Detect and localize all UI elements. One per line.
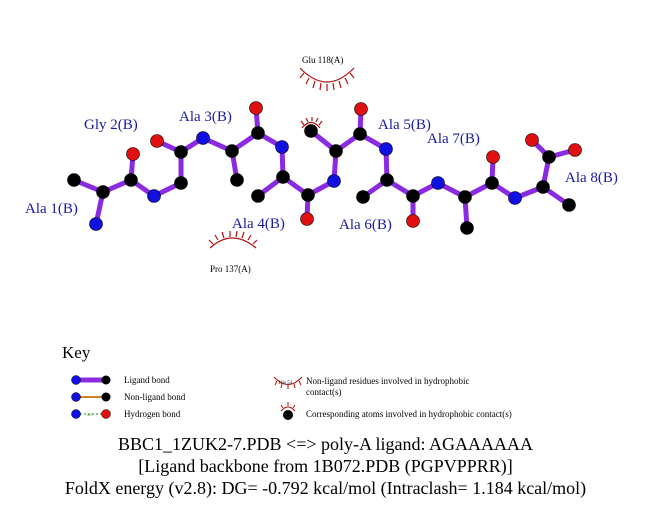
key-ligand-bond-sample: [71, 375, 111, 385]
key-nonligand-residues-label-line1: Non-ligand residues involved in hydropho…: [306, 376, 469, 386]
residue-label-ala4: Ala 4(B): [232, 216, 285, 232]
key-ligand-bond-label: Ligand bond: [124, 375, 170, 385]
key-hbond-length: 3.0: [87, 412, 93, 417]
key-example-residue: His 53: [279, 381, 293, 386]
footer-line-3: FoldX energy (v2.8): DG= -0.792 kcal/mol…: [64, 478, 587, 498]
key-nonligand-bond-sample: [71, 392, 111, 402]
residue-label-ala7: Ala 7(B): [427, 131, 480, 147]
key-corresponding-atoms-label: Corresponding atoms involved in hydropho…: [306, 409, 512, 419]
key-hydrogen-bond-sample: 3.0: [71, 409, 111, 419]
footer-line-1: BBC1_1ZUK2-7.PDB <=> poly-A ligand: AGAA…: [118, 434, 533, 454]
pro-137-hydrophobic-arc: [208, 230, 258, 249]
pro-137-label: Pro 137(A): [210, 264, 251, 274]
glu-118-hydrophobic-arc: [299, 67, 355, 91]
footer-line-2: [Ligand backbone from 1B072.PDB (PGPVPPR…: [138, 456, 513, 476]
atom-hydrophobic-arc: [300, 117, 323, 129]
glu-118-label: Glu 118(A): [302, 55, 343, 65]
key-nonligand-residue-sample: [273, 376, 303, 389]
residue-label-ala5: Ala 5(B): [378, 117, 431, 133]
key-hydrogen-bond-label: Hydrogen bond: [124, 409, 181, 419]
key-nonligand-bond-label: Non-ligand bond: [124, 392, 186, 402]
key-corresponding-atom-sample: [280, 402, 296, 420]
key-nonligand-residues-label-line2: contact(s): [306, 387, 341, 397]
residue-label-ala6: Ala 6(B): [339, 217, 392, 233]
residue-label-ala8: Ala 8(B): [565, 170, 618, 186]
key-title: Key: [62, 343, 91, 362]
residue-label-gly2: Gly 2(B): [84, 117, 138, 133]
ligand-bonds: [71, 105, 578, 231]
ligand-atoms: [67, 101, 582, 235]
residue-label-ala1: Ala 1(B): [25, 201, 78, 217]
residue-label-ala3: Ala 3(B): [179, 109, 232, 125]
